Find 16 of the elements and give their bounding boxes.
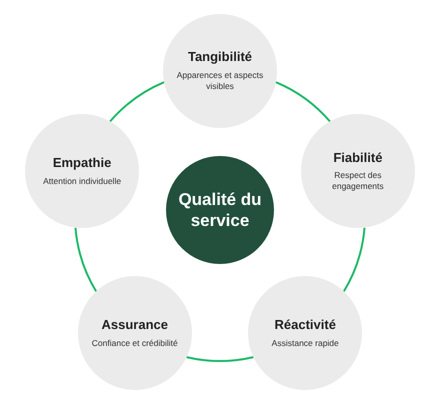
circle-title: Fiabilité: [333, 150, 382, 166]
circle-subtitle: Attention individuelle: [43, 176, 122, 188]
circle-subtitle: Confiance et crédibilité: [92, 338, 178, 350]
circle-title: Empathie: [52, 155, 112, 172]
ring-arc: [342, 228, 366, 292]
ring-arc: [275, 81, 331, 122]
circle-subtitle: Respect des engagements: [331, 170, 385, 193]
ring-arc: [109, 81, 165, 122]
ring-arc: [186, 356, 254, 362]
circle-title: Réactivité: [274, 317, 336, 334]
circle-subtitle: Apparences et aspects visibles: [176, 70, 264, 93]
circle-title: Qualité du service: [177, 188, 263, 232]
circle-subtitle: Assistance rapide: [272, 338, 339, 350]
circle-title: Tangibilité: [188, 49, 252, 66]
circle-title: Assurance: [102, 317, 168, 334]
ring-arc: [74, 228, 98, 292]
